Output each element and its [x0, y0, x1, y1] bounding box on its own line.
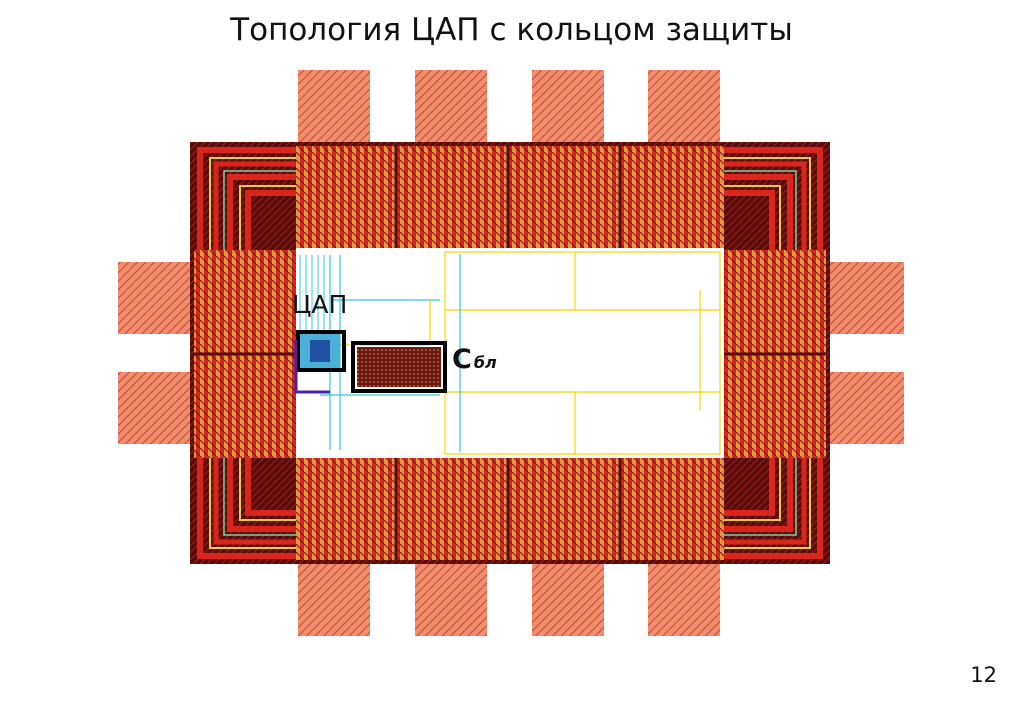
pad-top-2 [415, 70, 487, 146]
pad-bottom-2 [415, 560, 487, 636]
io-cell-separators [194, 146, 826, 560]
pad-bottom-1 [298, 560, 370, 636]
capacitor-subscript: бл [473, 353, 497, 372]
io-cells-top [296, 146, 724, 248]
page-number: 12 [970, 663, 997, 687]
dac-wiring-block [299, 255, 325, 330]
blocking-capacitor-highlight [351, 341, 447, 393]
pad-top-4 [648, 70, 720, 146]
pad-right-2 [828, 372, 904, 444]
io-cells-bottom [296, 458, 724, 560]
pad-left-2 [118, 372, 194, 444]
dac-block-inner [310, 340, 330, 362]
pad-top-3 [532, 70, 604, 146]
slide-title: Топология ЦАП с кольцом защиты [230, 12, 793, 48]
dac-connection [294, 340, 330, 394]
capacitor-symbol: С [452, 344, 472, 375]
dac-label: ЦАП [292, 290, 348, 319]
pad-right-1 [828, 262, 904, 334]
pad-top-1 [298, 70, 370, 146]
pad-left-1 [118, 262, 194, 334]
dac-highlight-box [296, 330, 346, 372]
blocking-capacitor [357, 347, 441, 387]
pad-bottom-4 [648, 560, 720, 636]
pad-bottom-3 [532, 560, 604, 636]
